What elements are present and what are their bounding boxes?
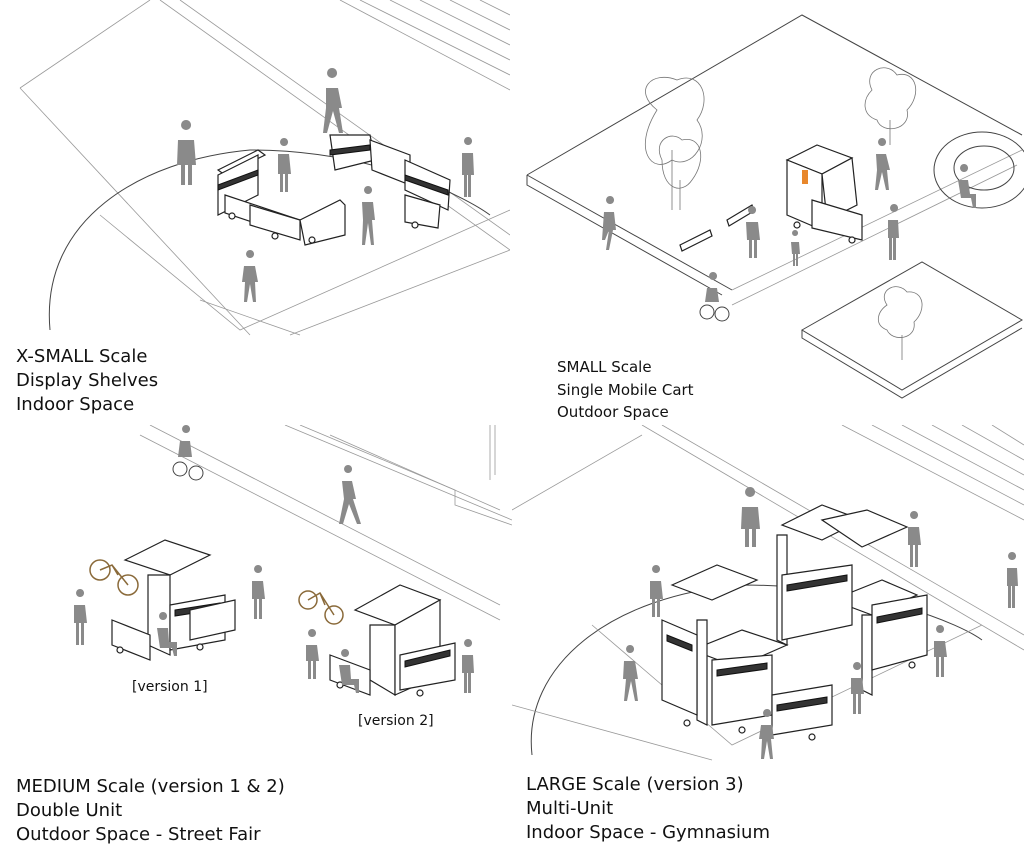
caption-large: LARGE Scale (version 3) Multi-Unit Indoo… xyxy=(526,773,770,844)
caption-small: SMALL Scale Single Mobile Cart Outdoor S… xyxy=(557,356,694,424)
caption-xsmall: X-SMALL Scale Display Shelves Indoor Spa… xyxy=(16,345,158,416)
bleachers-large xyxy=(841,425,1024,521)
caption-small-type: Single Mobile Cart xyxy=(557,380,694,399)
caption-small-title: SMALL Scale xyxy=(557,358,652,376)
bleachers xyxy=(339,0,510,91)
panel-large: LARGE Scale (version 3) Multi-Unit Indoo… xyxy=(512,425,1024,854)
fountain xyxy=(933,131,1024,209)
large-illustration xyxy=(512,425,1024,761)
bench-1 xyxy=(679,229,713,252)
caption-xsmall-type: Display Shelves xyxy=(16,369,159,391)
people-small xyxy=(602,138,976,322)
caption-medium: MEDIUM Scale (version 1 & 2) Double Unit… xyxy=(16,775,285,846)
caption-medium-space: Outdoor Space - Street Fair xyxy=(16,823,261,845)
version-2-label: [version 2] xyxy=(358,713,434,729)
people-medium xyxy=(74,425,474,693)
panel-xsmall: X-SMALL Scale Display Shelves Indoor Spa… xyxy=(0,0,510,425)
mobile-cart xyxy=(785,144,863,244)
xsmall-illustration xyxy=(19,0,510,336)
caption-medium-type: Double Unit xyxy=(16,799,123,821)
trees xyxy=(645,67,923,360)
caption-xsmall-title: X-SMALL Scale xyxy=(16,346,148,367)
caption-large-title: LARGE Scale (version 3) xyxy=(526,774,744,795)
double-unit-version-2 xyxy=(298,584,456,697)
multi-unit xyxy=(661,504,928,741)
medium-illustration xyxy=(74,425,512,697)
display-shelves xyxy=(216,134,451,246)
caption-small-space: Outdoor Space xyxy=(557,403,669,421)
caption-xsmall-space: Indoor Space xyxy=(16,393,135,415)
version-1-label: [version 1] xyxy=(132,679,208,695)
small-illustration xyxy=(526,14,1024,399)
people-xsmall xyxy=(177,68,474,302)
people-large xyxy=(623,487,1018,759)
panel-medium: [version 1] [version 2] MEDIUM Scale (ve… xyxy=(0,425,512,854)
panel-small: SMALL Scale Single Mobile Cart Outdoor S… xyxy=(512,0,1024,425)
caption-medium-title: MEDIUM Scale (version 1 & 2) xyxy=(16,776,285,797)
caption-large-type: Multi-Unit xyxy=(526,797,614,819)
caption-large-space: Indoor Space - Gymnasium xyxy=(526,821,770,843)
